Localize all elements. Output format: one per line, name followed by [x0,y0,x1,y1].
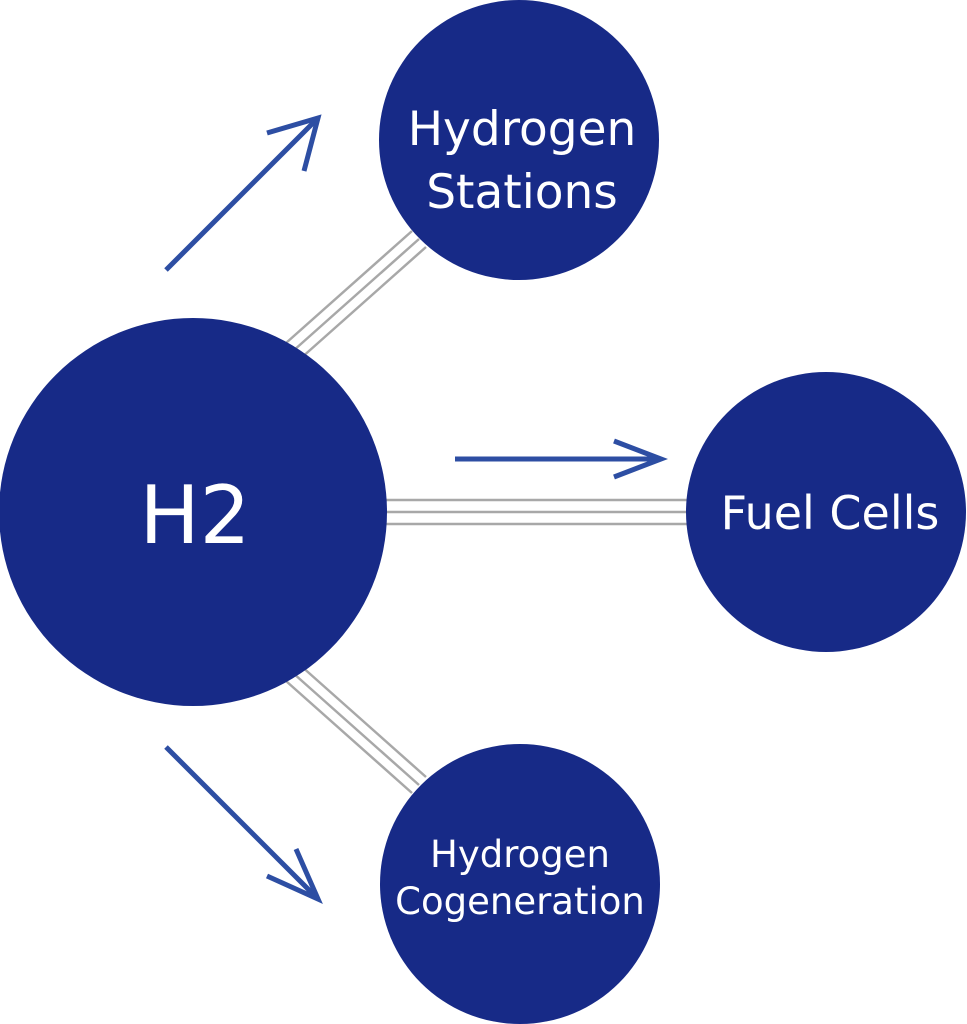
hub-label: H2 [139,469,250,562]
node-fuel-cells: Fuel Cells [686,372,966,652]
arrow-head-icon [266,114,322,172]
node-label-line-2: Stations [426,165,618,220]
arrow-head-icon [265,847,323,904]
hub-circle [0,318,387,706]
node-circle [686,372,966,652]
arrow-head-icon [613,438,668,480]
node-label-line-1: Hydrogen [430,833,610,876]
connector-line [299,246,427,360]
connector-line [285,680,413,794]
connector-hub-to-stations [285,230,427,360]
arrow-to-cogeneration [164,745,323,904]
arrow-shaft [164,745,318,899]
node-label-line-1: Hydrogen [408,102,637,157]
node-hydrogen-cogeneration: Hydrogen Cogeneration [380,744,660,1024]
connector-line [299,664,427,778]
node-hydrogen-stations: Hydrogen Stations [379,0,659,280]
node-label-line-2: Cogeneration [395,880,645,923]
connector-line [292,238,420,352]
connector-hub-to-cogeneration [285,664,427,794]
connector-line [292,672,420,786]
arrow-shaft [164,118,318,272]
arrow-to-fuel-cells [455,438,668,480]
node-circle [380,744,660,1024]
hub-node: H2 [0,318,387,706]
arrow-to-stations [164,114,322,272]
connector-hub-to-fuel-cells [384,498,692,526]
node-circle [379,0,659,280]
node-label: Fuel Cells [721,486,940,540]
connector-line [285,230,413,344]
